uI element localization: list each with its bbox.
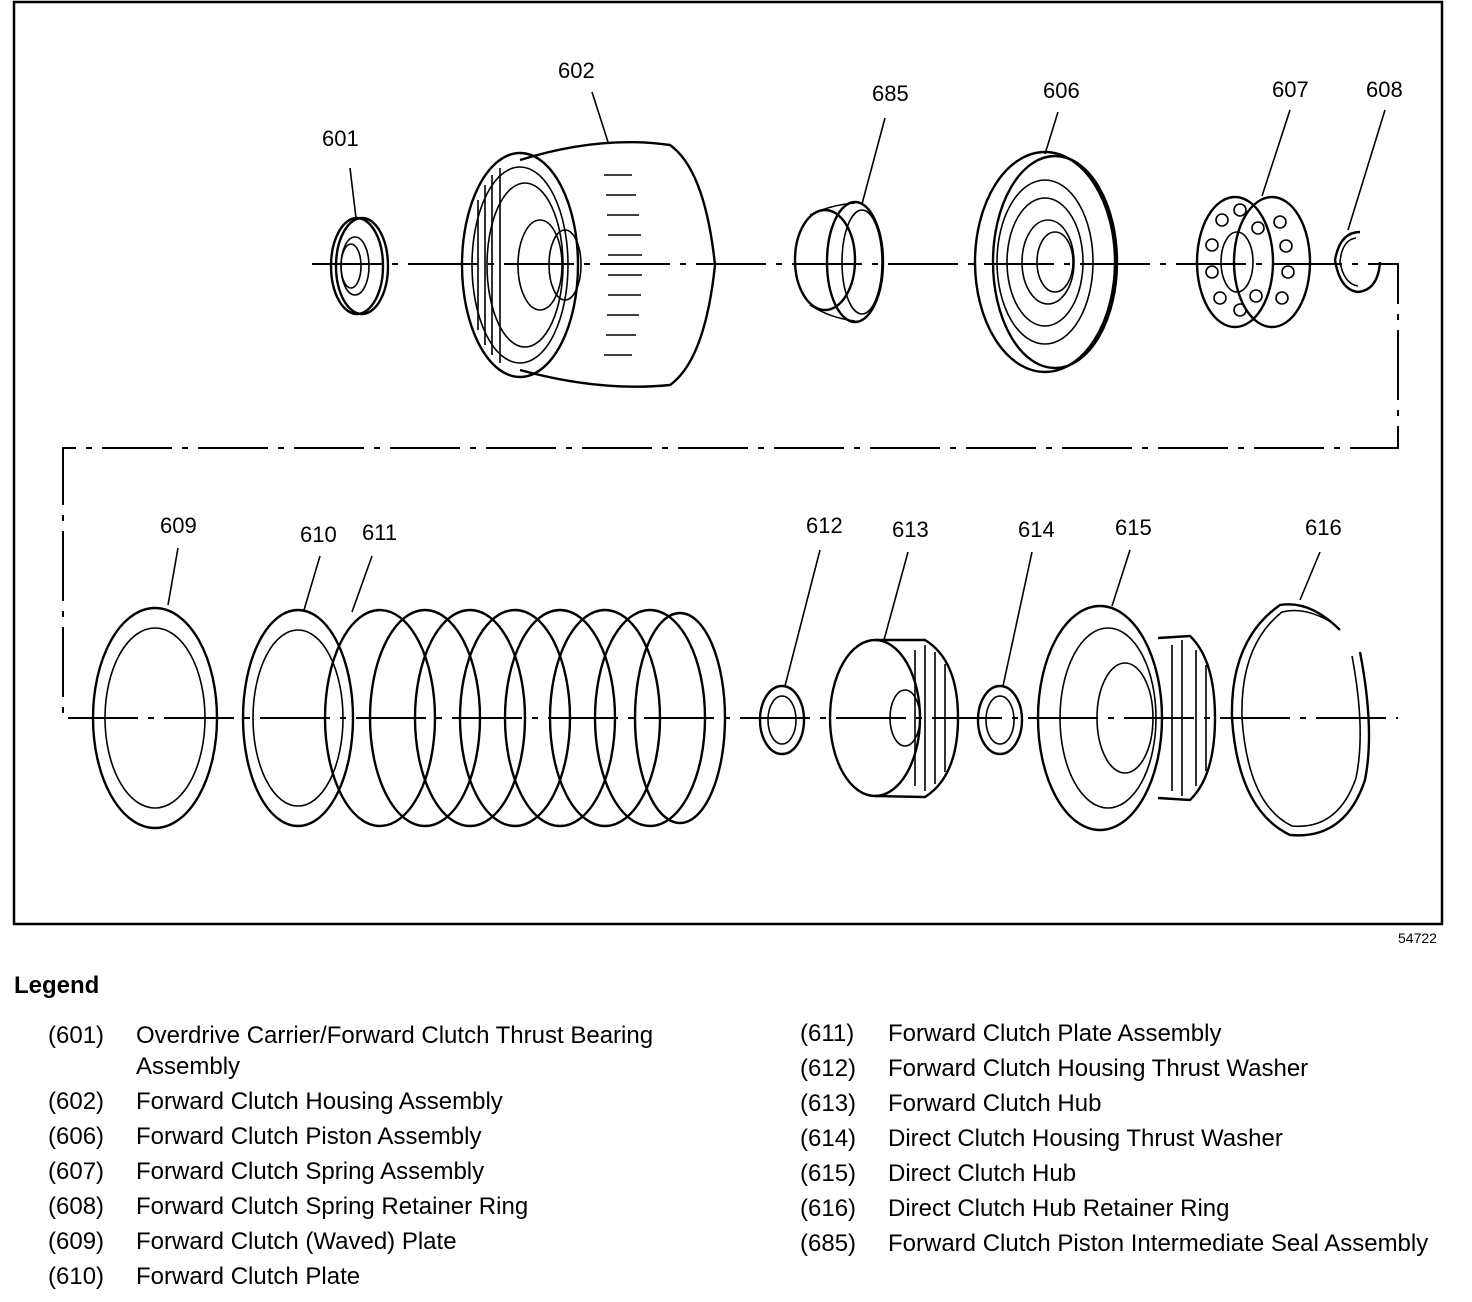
- legend-right-column: (611) Forward Clutch Plate Assembly (612)…: [800, 1018, 1460, 1263]
- legend-number: (616): [800, 1195, 857, 1222]
- callout-611: 611: [362, 520, 397, 545]
- callout-609: 609: [160, 513, 197, 538]
- legend-item: (608) Forward Clutch Spring Retainer Ring: [48, 1191, 748, 1222]
- legend-number: (602): [48, 1088, 105, 1115]
- part-607-spring-assembly: [1195, 195, 1312, 329]
- legend-item: (610) Forward Clutch Plate: [48, 1261, 748, 1292]
- legend-description: Forward Clutch Plate Assembly: [888, 1020, 1222, 1047]
- legend-number: (685): [800, 1230, 857, 1257]
- callout-685: 685: [872, 81, 909, 106]
- legend-item: (614) Direct Clutch Housing Thrust Washer: [800, 1123, 1460, 1154]
- legend-item: (609) Forward Clutch (Waved) Plate: [48, 1226, 748, 1257]
- callout-601: 601: [322, 126, 359, 151]
- callout-613: 613: [892, 517, 929, 542]
- legend-item: (612) Forward Clutch Housing Thrust Washe…: [800, 1053, 1460, 1084]
- legend-number: (609): [48, 1228, 105, 1255]
- legend-description: Forward Clutch Piston Intermediate Seal …: [888, 1230, 1429, 1257]
- legend-item: (613) Forward Clutch Hub: [800, 1088, 1460, 1119]
- legend-item: (616) Direct Clutch Hub Retainer Ring: [800, 1193, 1460, 1224]
- legend-number: (601): [48, 1022, 105, 1049]
- leader-lines: [167, 91, 1386, 687]
- callout-608: 608: [1366, 77, 1403, 102]
- callout-602: 602: [558, 58, 595, 83]
- assembly-axis: [62, 263, 1399, 719]
- legend-number: (612): [800, 1055, 857, 1082]
- part-602-clutch-housing: [460, 140, 717, 388]
- callout-610: 610: [300, 522, 337, 547]
- legend-description: Forward Clutch Spring Assembly: [136, 1158, 485, 1185]
- callout-616: 616: [1305, 515, 1342, 540]
- legend-number: (608): [48, 1193, 105, 1220]
- diagram-frame: [12, 0, 1444, 926]
- part-601-thrust-bearing: [329, 216, 390, 316]
- legend-description: Overdrive Carrier/Forward Clutch Thrust …: [136, 1022, 654, 1080]
- legend-number: (606): [48, 1123, 105, 1150]
- part-606-clutch-piston: [973, 150, 1119, 374]
- legend-description: Forward Clutch (Waved) Plate: [136, 1228, 457, 1255]
- legend-description: Forward Clutch Plate: [136, 1263, 361, 1290]
- legend-description: Forward Clutch Hub: [888, 1090, 1102, 1117]
- legend-item: (601) Overdrive Carrier/Forward Clutch Th…: [48, 1020, 748, 1082]
- part-613-forward-clutch-hub: [828, 638, 960, 799]
- legend-description: Forward Clutch Housing Thrust Washer: [888, 1055, 1309, 1082]
- part-610-611-clutch-plates: [241, 608, 727, 828]
- callout-615: 615: [1115, 515, 1152, 540]
- callout-612: 612: [806, 513, 843, 538]
- legend-item: (602) Forward Clutch Housing Assembly: [48, 1086, 748, 1117]
- legend-number: (615): [800, 1160, 857, 1187]
- legend-left-column: (601) Overdrive Carrier/Forward Clutch Th…: [48, 1020, 748, 1296]
- legend-item: (611) Forward Clutch Plate Assembly: [800, 1018, 1460, 1049]
- part-614-thrust-washer: [976, 684, 1024, 756]
- callout-607: 607: [1272, 77, 1309, 102]
- legend-number: (614): [800, 1125, 857, 1152]
- legend-item: (685) Forward Clutch Piston Intermediate …: [800, 1228, 1460, 1259]
- part-615-direct-clutch-hub: [1036, 604, 1217, 832]
- legend-item: (606) Forward Clutch Piston Assembly: [48, 1121, 748, 1152]
- callout-labels: 601 602 685 606 607 608 609 610 611 612 …: [160, 58, 1403, 547]
- callout-606: 606: [1043, 78, 1080, 103]
- part-685-piston-seal: [793, 200, 885, 324]
- legend-description: Forward Clutch Housing Assembly: [136, 1088, 503, 1115]
- figure-number: 54722: [1398, 930, 1437, 946]
- legend-description: Direct Clutch Hub: [888, 1160, 1077, 1187]
- legend-description: Direct Clutch Housing Thrust Washer: [888, 1125, 1283, 1152]
- part-612-thrust-washer: [758, 684, 806, 756]
- legend-item: (607) Forward Clutch Spring Assembly: [48, 1156, 748, 1187]
- legend-description: Direct Clutch Hub Retainer Ring: [888, 1195, 1230, 1222]
- legend-number: (607): [48, 1158, 105, 1185]
- part-616-retainer-ring: [1230, 603, 1371, 837]
- callout-614: 614: [1018, 517, 1055, 542]
- legend-item: (615) Direct Clutch Hub: [800, 1158, 1460, 1189]
- legend-number: (610): [48, 1263, 105, 1290]
- part-608-retainer-ring: [1333, 230, 1382, 294]
- legend-description: Forward Clutch Piston Assembly: [136, 1123, 482, 1150]
- legend-number: (611): [800, 1020, 855, 1047]
- part-609-waved-plate: [91, 606, 219, 830]
- legend-description: Forward Clutch Spring Retainer Ring: [136, 1193, 529, 1220]
- legend-number: (613): [800, 1090, 857, 1117]
- legend-title: Legend: [14, 972, 100, 999]
